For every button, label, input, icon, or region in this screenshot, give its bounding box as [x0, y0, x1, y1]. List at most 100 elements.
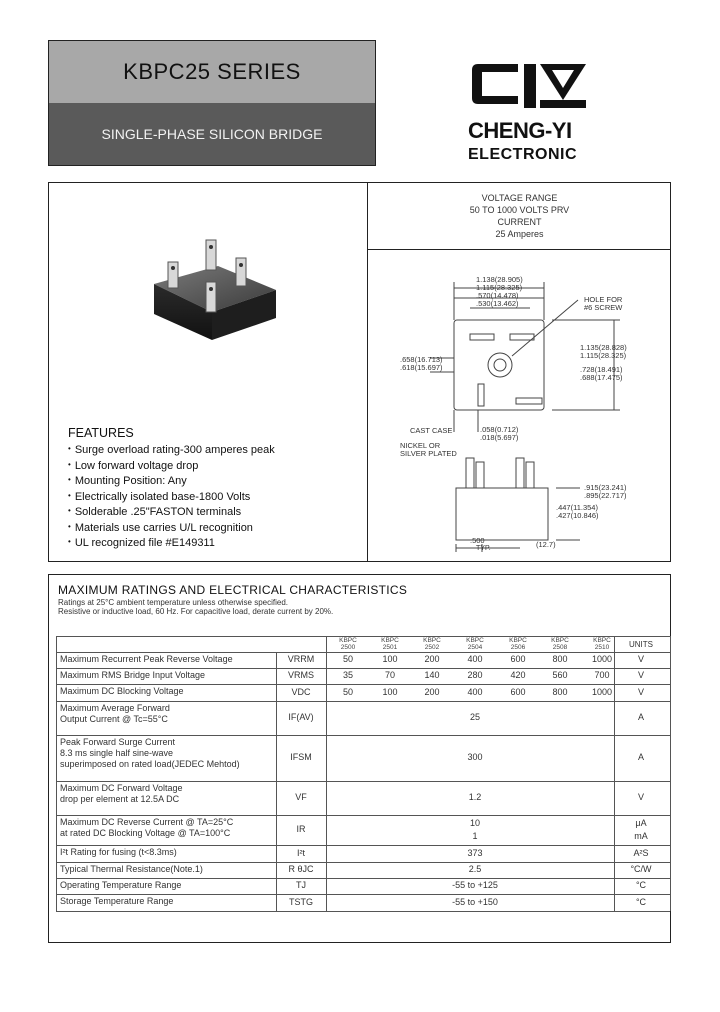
row-value: 300 — [467, 752, 483, 762]
table-rule — [56, 684, 670, 685]
row-value: 420 — [510, 670, 526, 680]
table-rule — [276, 652, 277, 911]
row-value: 1.2 — [468, 792, 482, 802]
row-value: 1 — [472, 831, 478, 841]
row-value: 700 — [594, 670, 610, 680]
table-rule — [614, 636, 615, 911]
table-rule — [56, 878, 670, 879]
feature-item: Solderable .25"FASTON terminals — [68, 504, 275, 520]
row-parameter: Operating Temperature Range — [60, 880, 182, 890]
row-value: 100 — [382, 686, 398, 697]
feature-item: Electrically isolated base-1800 Volts — [68, 489, 275, 505]
row-symbol: VRRM — [287, 654, 315, 664]
table-rule — [56, 668, 670, 669]
table-rule — [56, 701, 670, 702]
row-unit: V — [637, 670, 644, 680]
row-symbol: VDC — [291, 686, 311, 697]
row-value: 800 — [552, 654, 568, 664]
row-symbol: TJ — [296, 880, 306, 890]
table-rule — [56, 862, 670, 863]
current-value: 25 Amperes — [495, 229, 544, 239]
brand-name: CHENG-YI — [468, 118, 572, 143]
table-rule — [56, 815, 670, 816]
row-value: 35 — [342, 670, 353, 680]
row-value: -55 to +150 — [452, 896, 498, 907]
dim-label: .500 — [470, 536, 485, 545]
row-symbol: VF — [295, 792, 307, 802]
table-rule — [56, 894, 670, 895]
row-unit: A²S — [633, 847, 649, 858]
dim-label: 1.138(28.905) 1.115(28.325) .570(14.478)… — [476, 275, 523, 308]
features-list: Surge overload rating-300 amperes peak L… — [68, 442, 275, 551]
row-unit: A — [637, 752, 644, 762]
bridge-rectifier-photo-icon — [154, 239, 276, 340]
plating-label: NICKEL OR SILVER PLATED — [400, 441, 457, 458]
table-rule — [56, 911, 670, 912]
row-value: 70 — [384, 670, 395, 680]
row-unit: mA — [634, 831, 648, 841]
row-value: 400 — [467, 686, 483, 697]
dim-label: .658(16.713) .618(15.697) — [400, 355, 443, 372]
row-unit: μA — [635, 818, 647, 828]
dim-label: .728(18.491) .688(17.475) — [580, 365, 623, 382]
row-value: 50 — [342, 654, 353, 664]
row-symbol: I²t — [297, 847, 305, 858]
series-subtitle: SINGLE-PHASE SILICON BRIDGE — [49, 103, 375, 165]
row-value: 50 — [342, 686, 353, 697]
row-unit: A — [637, 712, 644, 722]
cast-case-label: CAST CASE — [410, 426, 453, 435]
row-value: 560 — [552, 670, 568, 680]
table-rule — [56, 781, 670, 782]
voltage-range-block: VOLTAGE RANGE 50 TO 1000 VOLTS PRV CURRE… — [368, 192, 671, 240]
row-symbol: R θJC — [288, 864, 314, 874]
row-unit: V — [637, 686, 644, 697]
table-rule — [56, 636, 670, 637]
row-value: 800 — [552, 686, 568, 697]
row-symbol: IR — [296, 824, 306, 834]
row-unit: V — [637, 792, 644, 802]
row-value: 25 — [469, 712, 480, 722]
voltage-range-label: VOLTAGE RANGE — [481, 193, 558, 203]
current-label: CURRENT — [497, 217, 542, 227]
row-unit: °C — [635, 896, 647, 907]
table-rule — [670, 636, 671, 911]
voltage-range-value: 50 TO 1000 VOLTS PRV — [469, 205, 570, 215]
row-value: 140 — [424, 670, 440, 680]
row-value: 200 — [424, 686, 440, 697]
dim-label: 1.135(28.828) 1.115(28.325) — [580, 343, 627, 360]
dim-label: (12.7) — [536, 540, 556, 549]
row-value: 200 — [424, 654, 440, 664]
row-value: 1000 — [591, 654, 613, 664]
table-rule — [56, 636, 57, 911]
row-parameter: I²t Rating for fusing (t<8.3ms) — [60, 847, 177, 857]
row-parameter: Maximum DC Blocking Voltage — [60, 686, 184, 696]
units-header: UNITS — [629, 640, 653, 649]
table-rule — [56, 652, 670, 653]
dim-label: .058(0.712) .018(5.697) — [480, 425, 519, 442]
row-parameter: Maximum RMS Bridge Input Voltage — [60, 670, 206, 680]
frame-divider — [367, 249, 671, 250]
brand-subtitle: ELECTRONIC — [468, 146, 577, 163]
table-rule — [56, 845, 670, 846]
feature-item: Materials use carries U/L recognition — [68, 520, 275, 536]
row-parameter: Typical Thermal Resistance(Note.1) — [60, 864, 203, 874]
dim-label: TYP. — [476, 545, 491, 552]
row-symbol: IFSM — [290, 752, 312, 762]
feature-item: Mounting Position: Any — [68, 473, 275, 489]
row-value: -55 to +125 — [452, 880, 498, 890]
row-parameter: Maximum Recurrent Peak Reverse Voltage — [60, 654, 233, 664]
ratings-note: Ratings at 25°C ambient temperature unle… — [58, 598, 288, 607]
table-rule — [56, 735, 670, 736]
features-title: FEATURES — [68, 426, 134, 440]
row-parameter: Storage Temperature Range — [60, 896, 174, 906]
frame-divider — [367, 182, 368, 562]
row-value: 600 — [510, 654, 526, 664]
cheng-yi-logo-icon — [472, 64, 586, 108]
